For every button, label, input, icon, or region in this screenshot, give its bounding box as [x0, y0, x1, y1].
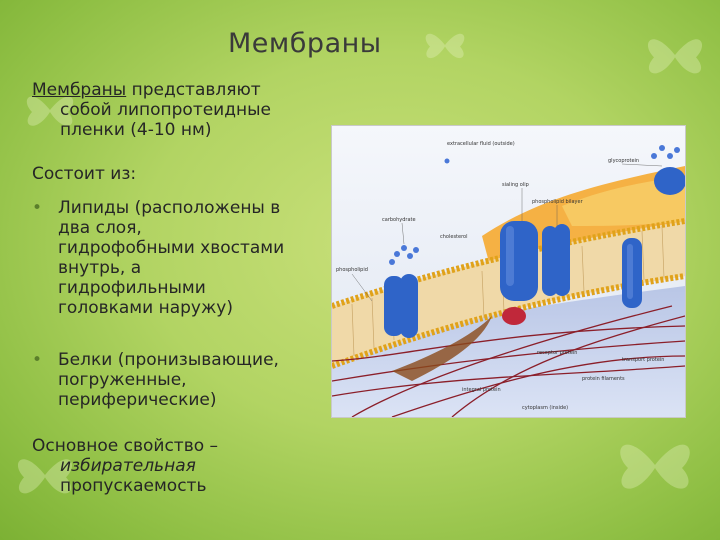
label-cholesterol: cholesterol: [440, 234, 467, 240]
membrane-diagram: extracellular fluid (outside) glycoprote…: [331, 125, 686, 418]
membranes-term: Мембраны: [32, 80, 127, 100]
butterfly-decoration-icon: [620, 444, 690, 489]
label-receptor-protein: receptor protein: [537, 350, 577, 356]
selective-term: избирательная: [60, 456, 196, 476]
label-phospholipid: phospholipid: [336, 267, 368, 273]
label-glycoprotein: glycoprotein: [608, 158, 639, 164]
composition-heading: Состоит из:: [32, 164, 137, 184]
slide-title: Мембраны: [228, 28, 382, 59]
label-integral-protein: integral protein: [462, 387, 501, 393]
bullet-lipids: • Липиды (расположены в два слоя, гидроф…: [32, 198, 285, 318]
membrane-illustration: extracellular fluid (outside) glycoprote…: [332, 126, 685, 417]
label-phospholipid-bilayer: phospholipid bilayer: [532, 199, 584, 205]
bullet-marker-icon: •: [32, 198, 43, 218]
butterfly-decoration-icon: [26, 96, 74, 126]
main-property-paragraph: Основное свойство – избирательная пропус…: [32, 436, 322, 496]
bullet-marker-icon: •: [32, 350, 43, 370]
bullet-proteins: • Белки (пронизывающие, погруженные, пер…: [32, 350, 279, 410]
label-extracellular-fluid: extracellular fluid (outside): [447, 141, 515, 147]
label-protein-filaments: protein filaments: [582, 376, 625, 382]
butterfly-decoration-icon: [425, 33, 465, 59]
label-cytoplasm: cytoplasm (inside): [522, 405, 568, 411]
label-carbohydrate: carbohydrate: [382, 217, 416, 223]
label-sialingolipid: sialing olip: [502, 182, 529, 188]
butterfly-decoration-icon: [17, 459, 73, 494]
intro-paragraph: Мембраны представляют собой липопротеидн…: [32, 80, 271, 140]
label-transport-protein: transport protein: [622, 357, 664, 363]
butterfly-decoration-icon: [647, 39, 703, 74]
